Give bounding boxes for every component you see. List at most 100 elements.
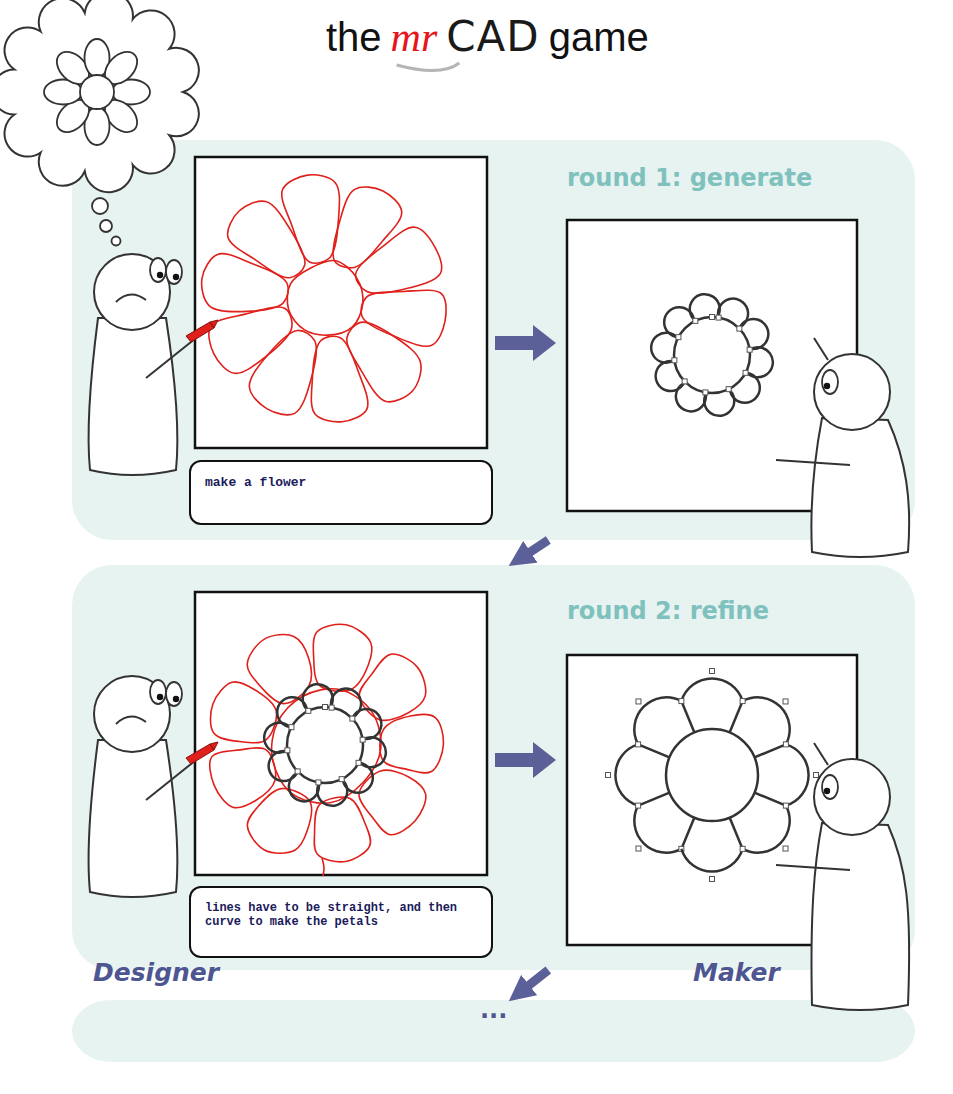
round-panel: lines have to be straight, and then curv… xyxy=(72,565,915,970)
designer-sketch xyxy=(202,175,446,422)
instruction-box: make a flower xyxy=(189,460,493,525)
handoff-arrow xyxy=(495,742,556,778)
designer-figure xyxy=(88,254,218,475)
eye xyxy=(822,775,838,799)
control-point xyxy=(329,705,334,710)
imagined-center xyxy=(80,75,114,109)
panel-grounds xyxy=(72,140,915,1062)
handoff-arrows xyxy=(495,325,556,778)
body xyxy=(811,418,909,557)
instruction-text: make a flower xyxy=(205,476,477,491)
round-transition-arrow xyxy=(520,970,549,993)
pupil xyxy=(173,696,179,702)
cad-petal-arc xyxy=(739,319,768,349)
cad-petal-arc xyxy=(303,684,333,711)
body xyxy=(88,740,177,897)
design-canvas xyxy=(195,592,487,875)
round-heading: ... xyxy=(480,996,507,1024)
sketch-petal xyxy=(314,797,370,862)
role-label: Designer xyxy=(93,958,219,987)
control-point xyxy=(636,742,641,747)
sketch-petal xyxy=(359,770,426,835)
control-point xyxy=(716,315,721,320)
arm xyxy=(776,460,850,465)
control-point xyxy=(783,699,788,704)
cad-flower xyxy=(264,684,386,806)
eye xyxy=(150,680,166,704)
control-point xyxy=(285,748,290,753)
head xyxy=(814,354,890,430)
control-point xyxy=(783,742,788,747)
maker-figure xyxy=(776,338,909,557)
title-word: the xyxy=(326,15,382,60)
designer-figure xyxy=(88,676,218,897)
control-point xyxy=(606,773,611,778)
control-point xyxy=(636,803,641,808)
sketch-petal xyxy=(249,330,316,414)
cad-center-circle xyxy=(666,729,758,821)
cad-petal-arc xyxy=(615,744,638,805)
cad-petal-line xyxy=(681,817,694,848)
control-point xyxy=(703,390,708,395)
control-point xyxy=(295,769,300,774)
cad-petal-arc xyxy=(681,849,742,872)
instruction-box: lines have to be straight, and then curv… xyxy=(189,886,493,958)
control-point xyxy=(710,315,715,320)
control-point xyxy=(636,846,641,851)
flower-drawings xyxy=(202,175,819,882)
thought-bubble xyxy=(112,237,121,246)
cad-petal-line xyxy=(681,701,694,732)
control-point xyxy=(710,877,715,882)
cad-petal-arc xyxy=(743,697,790,744)
control-point xyxy=(737,326,742,331)
control-point xyxy=(710,669,715,674)
cad-petal-arc xyxy=(690,294,720,321)
cad-petal-line xyxy=(754,744,785,757)
control-point xyxy=(740,846,745,851)
control-point xyxy=(672,358,677,363)
frown xyxy=(116,294,146,302)
cad-flower xyxy=(606,669,819,882)
cad-center-circle xyxy=(287,707,363,783)
designer-sketch xyxy=(210,624,444,862)
cloud-outline xyxy=(0,0,199,192)
control-point xyxy=(740,699,745,704)
cad-petal-arc xyxy=(704,389,734,416)
antenna xyxy=(814,338,828,360)
pupil xyxy=(824,383,830,389)
cad-petal-line xyxy=(638,744,669,757)
control-point xyxy=(679,699,684,704)
head xyxy=(94,254,170,330)
connectors xyxy=(520,540,549,993)
arm xyxy=(146,338,196,378)
arm xyxy=(146,760,196,800)
control-point xyxy=(356,760,361,765)
cad-petal-line xyxy=(730,817,743,848)
round-panel-ground xyxy=(72,140,915,540)
cad-petal-arc xyxy=(634,697,681,744)
cad-petal-arc xyxy=(634,806,681,853)
arm xyxy=(776,865,850,870)
round-heading: round 1: generate xyxy=(567,164,812,192)
control-point xyxy=(360,737,365,742)
thought-bubble xyxy=(92,198,108,214)
cad-petal-arc xyxy=(317,779,347,806)
cad-center-circle xyxy=(674,317,750,393)
cad-petal-arc xyxy=(352,709,381,739)
control-point xyxy=(693,318,698,323)
handoff-arrow xyxy=(495,325,556,361)
title-word: game xyxy=(549,15,649,60)
control-point xyxy=(676,335,681,340)
people xyxy=(88,254,909,1010)
control-point xyxy=(316,780,321,785)
sketch-petal xyxy=(210,682,276,743)
control-point xyxy=(339,777,344,782)
sketch-center xyxy=(287,260,363,335)
control-point xyxy=(726,387,731,392)
sketch-stroke xyxy=(322,858,324,876)
cad-petal-line xyxy=(754,793,785,806)
canvases xyxy=(195,157,857,945)
round-panel: make a flower round 1: generate xyxy=(72,140,915,540)
control-point xyxy=(289,725,294,730)
sketch-petal xyxy=(228,201,305,278)
